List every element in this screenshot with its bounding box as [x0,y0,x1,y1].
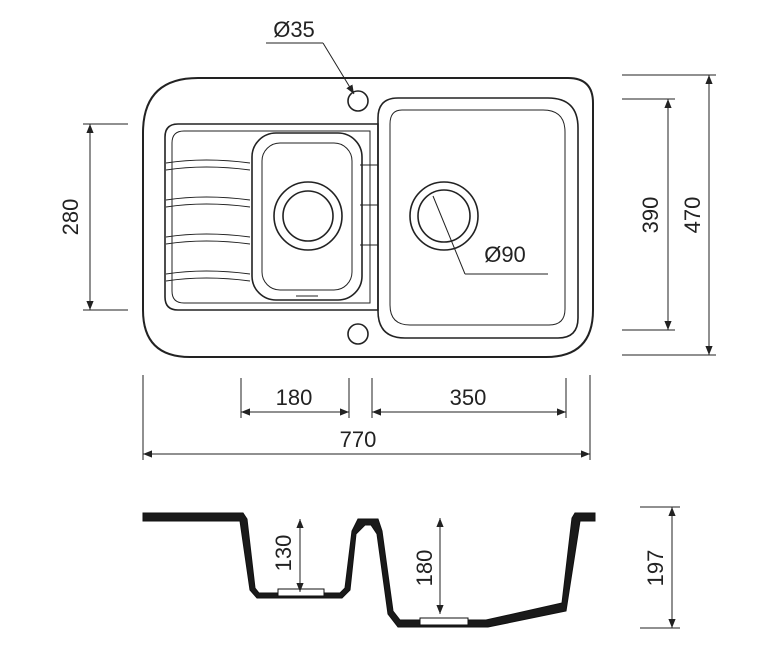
main-bowl-depth-label: 390 [638,197,663,234]
small-bowl-width-label: 180 [276,385,313,410]
small-bowl-drain-inner [282,190,334,242]
tap-hole-callout: Ø35 [266,17,355,95]
drainer-depth-dimension: 280 [58,123,128,311]
main-bowl-drain-inner [417,189,471,243]
side-view [142,512,596,628]
drain-diameter-label: Ø90 [484,242,526,267]
top-view [142,77,594,358]
drainer-depth-label: 280 [58,199,83,236]
main-bowl-waste [419,617,469,626]
drainer-inner-edge [171,130,371,304]
total-height-dimension: 197 [640,506,680,629]
bowl-depth-dimension: 390 [622,98,675,331]
main-bowl-width-label: 350 [450,385,487,410]
main-bowl-drain-outer [409,181,479,251]
small-bowl-depth-label: 130 [271,535,296,572]
main-bowl-side-depth-dimension: 180 [412,518,444,614]
small-bowl-waste [277,588,325,597]
small-bowl-depth-dimension: 130 [271,519,304,592]
tap-hole [347,90,369,112]
width-dimensions: 180 350 770 [142,375,591,460]
drainer-grooves [165,159,378,282]
small-bowl-drain-outer [273,181,343,251]
overall-depth-dimension: 470 [622,74,716,356]
main-bowl-outer [377,97,579,339]
total-height-label: 197 [643,550,668,587]
drainer-area [164,123,379,311]
main-bowl-side-depth-label: 180 [412,550,437,587]
overflow-hole [347,323,369,345]
drain-callout: Ø90 [432,195,548,275]
small-bowl-outer [251,132,363,301]
small-bowl-inner [261,142,353,291]
sink-section-profile [142,512,596,628]
sink-outer-outline [142,77,594,358]
overall-depth-label: 470 [680,197,705,234]
main-bowl-inner [389,109,566,326]
tap-hole-diameter-label: Ø35 [273,17,315,42]
overall-width-label: 770 [340,427,377,452]
